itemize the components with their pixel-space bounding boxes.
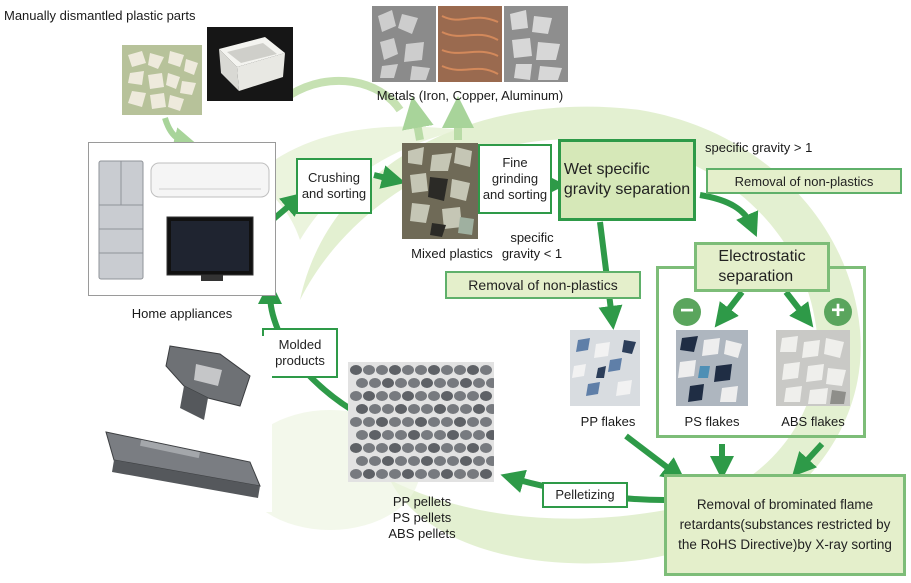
abs-flakes-label: ABS flakes — [781, 414, 845, 429]
minus-icon: − — [673, 298, 701, 326]
arrow-wet-to-electrostatic — [699, 192, 759, 237]
arrow-wet-to-pp — [597, 221, 623, 330]
molded-products-photo — [100, 336, 272, 512]
electrostatic-separation-box: Electrostatic separation — [694, 242, 830, 292]
plastic-tray-photo — [207, 27, 293, 101]
pellets-photo — [348, 362, 494, 482]
bfr-removal-box: Removal of brominated flame retardants(s… — [664, 474, 906, 576]
arrow-up-to-metals-1 — [402, 96, 434, 141]
abs-flakes-photo — [776, 330, 850, 406]
mixed-plastics-photo — [402, 143, 478, 239]
manual-parts-label: Manually dismantled plastic parts — [4, 8, 196, 23]
crushing-sorting-box: Crushing and sorting — [296, 158, 372, 214]
plus-icon: + — [824, 298, 852, 326]
molded-products-box: Molded products — [262, 328, 338, 378]
wet-gravity-separation-box: Wet specific gravity separation — [558, 139, 696, 221]
ps-flakes-photo — [676, 330, 748, 406]
home-appliances-label: Home appliances — [131, 306, 233, 321]
metals-label: Metals (Iron, Copper, Aluminum) — [376, 88, 564, 103]
removal-non-plastics-right: Removal of non-plastics — [706, 168, 902, 194]
arrow-crushing-to-mixed — [373, 165, 406, 189]
pp-flakes-label: PP flakes — [580, 414, 636, 429]
removal-non-plastics-left: Removal of non-plastics — [445, 271, 641, 299]
specific-gravity-lt1-label: specific gravity < 1 — [501, 230, 563, 261]
ps-flakes-label: PS flakes — [684, 414, 740, 429]
specific-gravity-gt1-label: specific gravity > 1 — [705, 140, 813, 155]
arrow-to-metals-light — [287, 76, 404, 113]
pp-flakes-photo — [570, 330, 640, 406]
mixed-plastics-label: Mixed plastics — [411, 246, 493, 261]
pellets-label: PP pellets PS pellets ABS pellets — [388, 494, 456, 541]
arrow-pp-to-bfr — [624, 433, 686, 482]
arrow-abs-to-bfr — [791, 441, 825, 477]
fine-grinding-box: Fine grinding and sorting — [478, 144, 552, 214]
metals-photo — [372, 6, 568, 82]
arrow-electro-to-abs — [783, 290, 814, 328]
plastic-scraps-photo — [122, 45, 202, 115]
arrow-parts-to-appliances — [162, 117, 198, 151]
home-appliances-photo — [88, 142, 276, 296]
pelletizing-box: Pelletizing — [542, 482, 628, 508]
arrow-electro-to-ps — [714, 290, 745, 328]
